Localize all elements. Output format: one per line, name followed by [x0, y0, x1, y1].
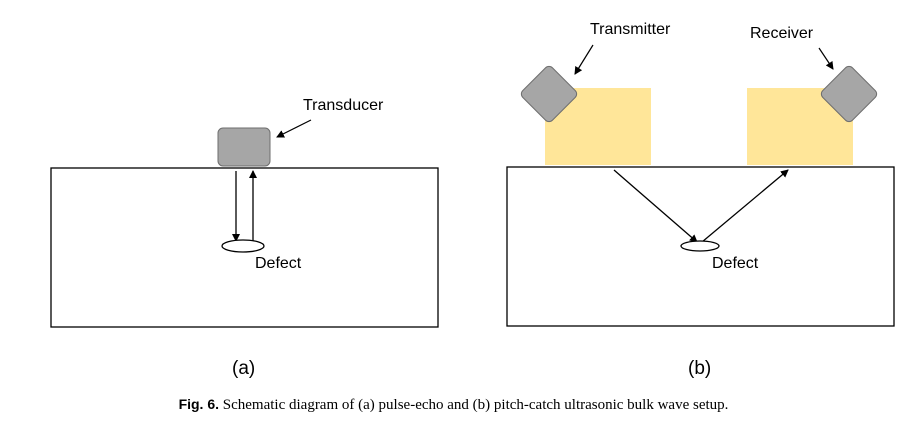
reflected-ray [701, 169, 789, 243]
figure-caption: Fig. 6. Schematic diagram of (a) pulse-e… [0, 396, 907, 414]
transmitter-pointer-arrow [574, 44, 594, 75]
receiver-label: Receiver [750, 25, 814, 42]
defect-label-b: Defect [712, 255, 759, 272]
transducer-label: Transducer [303, 97, 384, 114]
transducer-pointer-arrow [276, 119, 312, 138]
defect-b [680, 240, 720, 252]
transmitter-label: Transmitter [590, 21, 671, 38]
panel-label-b: (b) [688, 358, 711, 379]
incident-ray [613, 169, 698, 243]
panel-label-a: (a) [232, 358, 255, 379]
transmitter-probe [520, 65, 578, 123]
defect-label-a: Defect [255, 255, 302, 272]
panel-b-pitch-catch: Transmitter Receiver Defect (b) [506, 21, 895, 379]
panel-a-pulse-echo: Transducer Defect (a) [50, 97, 439, 379]
defect-a [221, 239, 265, 253]
caption-text: Schematic diagram of (a) pulse-echo and … [222, 397, 729, 413]
receiver-pointer-arrow [818, 47, 834, 70]
transducer [217, 127, 271, 167]
figure-number: Fig. 6. [178, 396, 220, 412]
receiver-probe [820, 65, 878, 123]
